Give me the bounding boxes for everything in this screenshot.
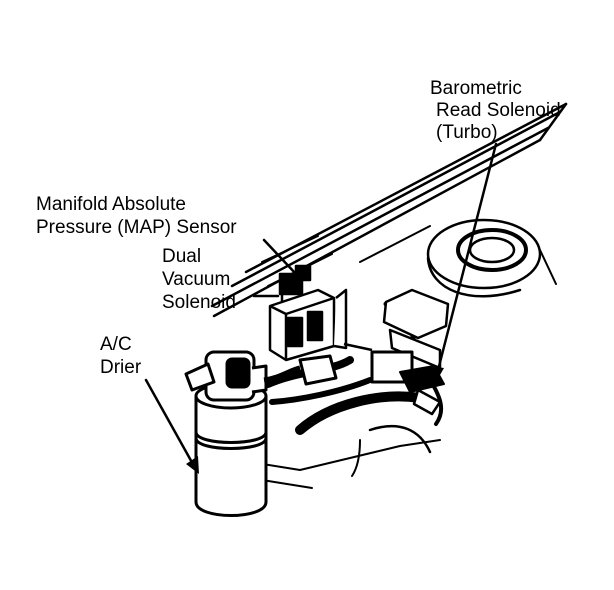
label-barometric-line2: Read Solenoid	[436, 100, 561, 121]
leader-arrowheads	[186, 366, 444, 474]
label-ac-line1: A/C	[100, 334, 132, 355]
label-map-line2: Pressure (MAP) Sensor	[36, 217, 237, 238]
label-map-line1: Manifold Absolute	[36, 194, 186, 215]
label-barometric-line1: Barometric	[430, 78, 522, 99]
label-dual-line1: Dual	[162, 246, 201, 267]
label-dual-line3: Solenoid	[162, 292, 236, 313]
arrowhead-ac-drier	[186, 456, 199, 474]
leader-map-sensor	[262, 238, 298, 276]
engine-bay-body	[210, 102, 568, 489]
callout-labels: Barometric Read Solenoid (Turbo) Manifol…	[36, 78, 561, 378]
leader-ac-drier	[144, 378, 196, 468]
dual-vacuum-solenoid	[268, 288, 373, 362]
leader-lines	[144, 142, 498, 468]
ac-drier	[184, 350, 338, 517]
arrowhead-barometric	[430, 366, 444, 382]
leader-barometric	[434, 142, 498, 380]
barometric-solenoid	[370, 288, 450, 416]
label-barometric-line3: (Turbo)	[436, 122, 498, 143]
label-dual-line2: Vacuum	[162, 269, 230, 290]
label-ac-line2: Drier	[100, 357, 142, 378]
